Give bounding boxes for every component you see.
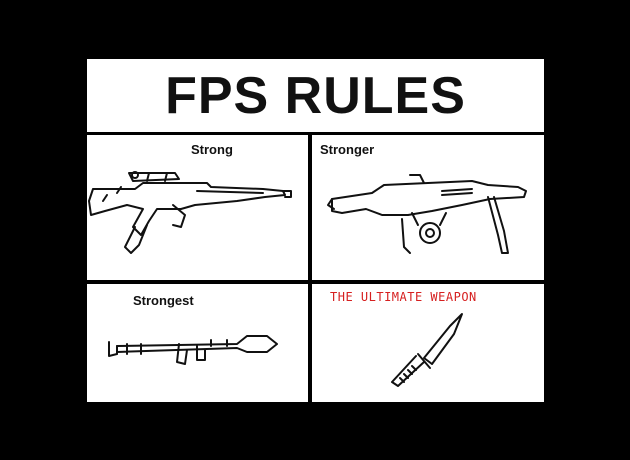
machine-gun-icon xyxy=(327,174,527,254)
panel-strong: Strong xyxy=(87,135,308,280)
comic-strip: FPS RULES Strong Stronger xyxy=(85,57,546,404)
knife-icon xyxy=(391,313,463,387)
panel-stronger: Stronger xyxy=(312,135,544,280)
panel-caption-strong: Strong xyxy=(191,142,233,157)
panel-strongest: Strongest xyxy=(87,284,308,402)
panel-caption-strongest: Strongest xyxy=(133,293,194,308)
assault-rifle-icon xyxy=(88,171,292,254)
comic-title: FPS RULES xyxy=(165,66,466,125)
panel-caption-stronger: Stronger xyxy=(320,142,375,157)
panel-ultimate-weapon: THE ULTIMATE WEAPON xyxy=(312,284,544,402)
title-panel: FPS RULES xyxy=(87,59,544,132)
rocket-launcher-icon xyxy=(108,335,278,365)
panel-caption-ultimate: THE ULTIMATE WEAPON xyxy=(330,290,477,304)
